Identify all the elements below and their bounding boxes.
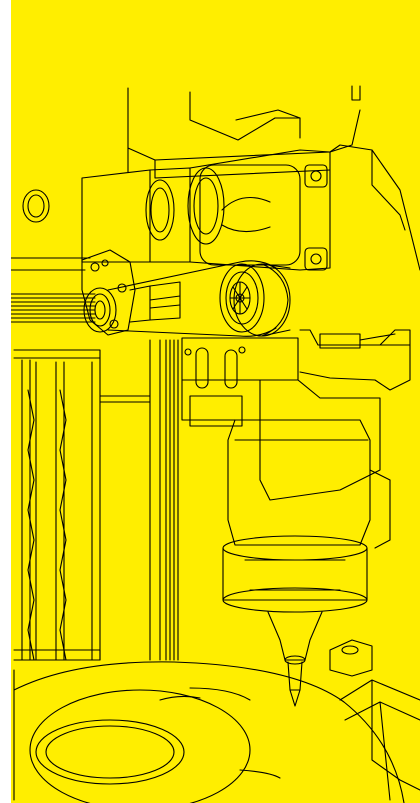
motor-block (81, 149, 331, 271)
spindle-nose (267, 611, 323, 707)
gear-pulley (219, 263, 291, 337)
belt-plate (81, 249, 136, 336)
base-plate (13, 661, 405, 803)
vertical-rails (13, 339, 179, 801)
spindle-collar (222, 535, 368, 613)
yellow-background (11, 0, 420, 803)
illustration-panel (11, 0, 420, 803)
lower-bracket (329, 639, 420, 801)
right-mount (299, 329, 411, 391)
machine-line-drawing (11, 0, 420, 803)
upper-housing (127, 85, 420, 271)
feed-rod (11, 257, 96, 323)
spindle-body (227, 419, 391, 549)
left-knob (22, 189, 50, 223)
spindle-mount-block (181, 337, 381, 501)
